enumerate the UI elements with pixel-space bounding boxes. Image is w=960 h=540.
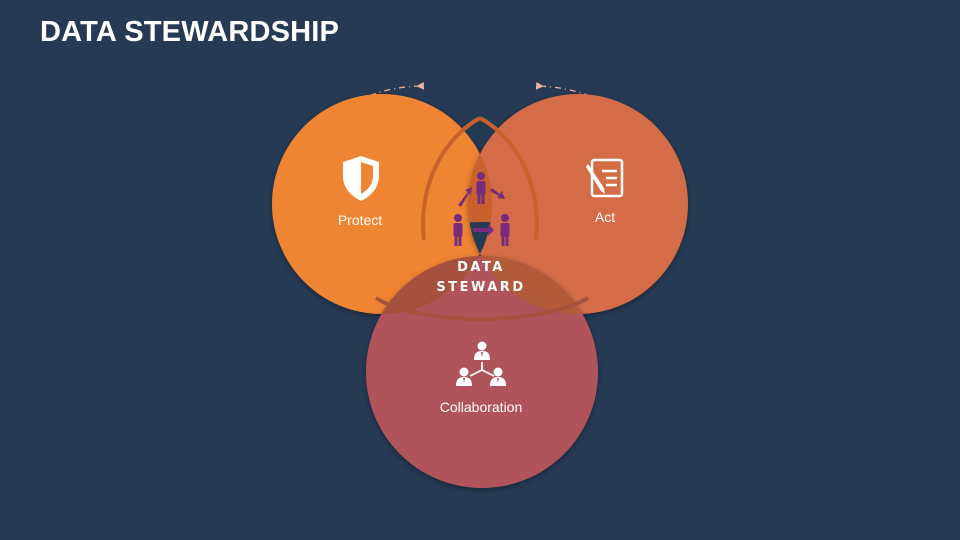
shield-icon	[343, 156, 379, 201]
segment-act-circle	[468, 94, 688, 314]
segment-label-collaboration: Collaboration	[440, 399, 523, 415]
center-label-line2: STEWARD	[436, 280, 525, 295]
hierarchy-lines	[469, 362, 495, 377]
person-icon-right	[500, 214, 510, 246]
team-hierarchy-icon	[456, 341, 506, 386]
cycle-arrow-icon-right	[490, 188, 505, 199]
segment-protect-circle	[272, 94, 492, 314]
cycle-arrow-icon-bottom	[473, 224, 494, 236]
people-cycle-icon	[453, 172, 510, 246]
person-icon-right	[490, 367, 506, 386]
page-title: DATA STEWARDSHIP	[40, 16, 340, 48]
person-icon-top	[474, 341, 490, 360]
person-icon-top	[476, 172, 486, 204]
person-icon-left	[456, 367, 472, 386]
center-bottom-arc	[374, 296, 590, 321]
document-pen-icon	[586, 158, 624, 198]
center-top-arc	[421, 116, 481, 241]
cycle-arrow-icon-left	[458, 187, 472, 207]
center-top-arc-right	[479, 116, 539, 241]
center-label-line1: DATA	[457, 260, 505, 275]
segment-label-act: Act	[595, 209, 615, 225]
person-icon-left	[453, 214, 463, 246]
segment-label-protect: Protect	[338, 212, 382, 228]
